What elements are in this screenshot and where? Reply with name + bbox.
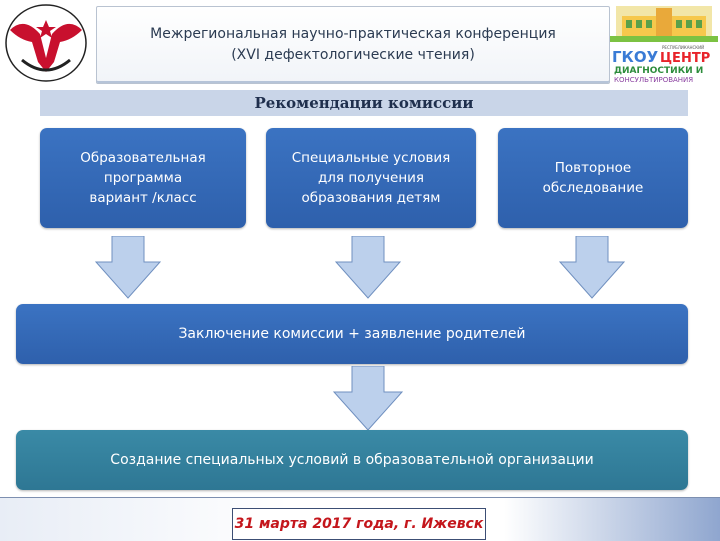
conclusion-box: Заключение комиссии + заявление родителе… <box>16 304 688 364</box>
creation-text: Создание специальных условий в образоват… <box>110 452 594 468</box>
logo-letters: ГКОУ <box>612 48 659 66</box>
box-special-conditions-line2: для получения <box>317 170 425 186</box>
logo-line2: ДИАГНОСТИКИ И <box>614 66 703 76</box>
down-arrow-icon <box>334 236 402 299</box>
box-education-program-line1: Образовательная <box>80 150 206 166</box>
box-special-conditions-line1: Специальные условия <box>291 150 451 166</box>
conference-header: Межрегиональная научно-практическая конф… <box>96 6 610 84</box>
down-arrow-icon <box>94 236 162 299</box>
box-education-program: Образовательная программа вариант /класс <box>40 128 246 228</box>
recommendations-title: Рекомендации комиссии <box>254 94 474 112</box>
conclusion-text: Заключение комиссии + заявление родителе… <box>178 326 526 342</box>
logo-small: РЕСПУБЛИКАНСКИЙ <box>662 45 704 50</box>
box-reexamination-line2: обследование <box>542 180 644 196</box>
box-special-conditions-line3: образования детям <box>301 190 441 206</box>
down-arrow-icon <box>332 366 404 431</box>
coat-of-arms-icon <box>5 4 87 82</box>
box-education-program-line2: программа <box>103 170 183 186</box>
box-special-conditions: Специальные условия для получения образо… <box>266 128 476 228</box>
header-title-line1: Межрегиональная научно-практическая конф… <box>150 26 556 42</box>
box-education-program-line3: вариант /класс <box>89 190 197 206</box>
special-conditions-creation-box: Создание специальных условий в образоват… <box>16 430 688 490</box>
box-reexamination: Повторное обследование <box>498 128 688 228</box>
header-title-line2: (XVI дефектологические чтения) <box>231 47 475 63</box>
logo-line1: ЦЕНТР <box>660 51 710 66</box>
footer-date: 31 марта 2017 года, г. Ижевск <box>234 516 484 532</box>
center-logo: ГКОУ РЕСПУБЛИКАНСКИЙ ЦЕНТР ДИАГНОСТИКИ И… <box>610 2 718 84</box>
date-box: 31 марта 2017 года, г. Ижевск <box>232 508 486 540</box>
box-reexamination-line1: Повторное <box>554 160 632 176</box>
logo-line3: КОНСУЛЬТИРОВАНИЯ <box>614 76 693 84</box>
recommendations-bar: Рекомендации комиссии <box>40 90 688 116</box>
down-arrow-icon <box>558 236 626 299</box>
